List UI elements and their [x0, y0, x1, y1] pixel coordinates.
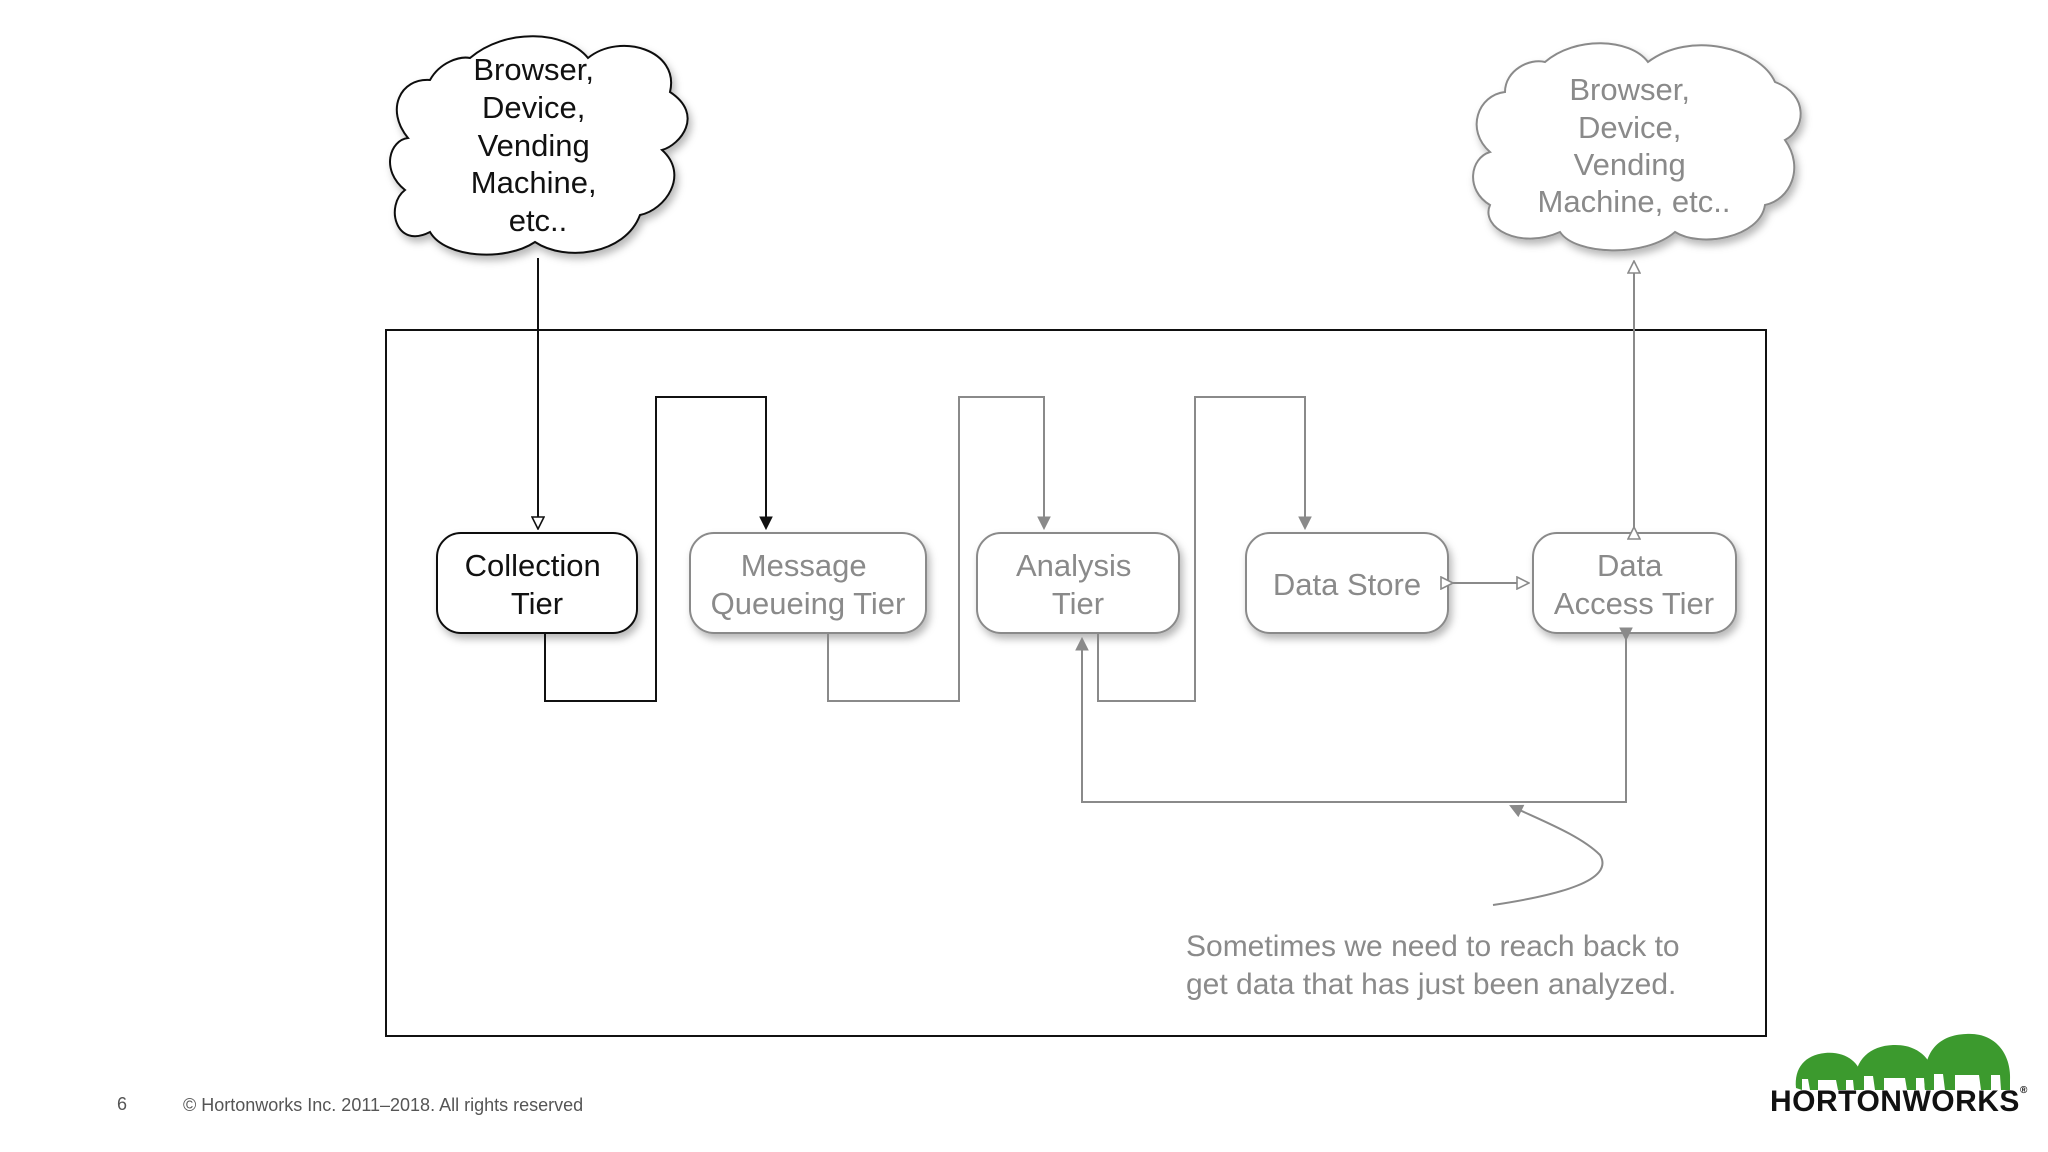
registered-mark: ® [2019, 1085, 2028, 1096]
reach-back-annotation: Sometimes we need to reach back to get d… [1186, 930, 1688, 1001]
source-cloud-label: Browser, Device, Vending Machine, etc.. [471, 52, 605, 238]
hortonworks-logo: HORTONWORKS® [1770, 1085, 2028, 1119]
target-cloud [1472, 42, 1802, 252]
data-store-label: Data Store [1273, 567, 1421, 602]
data-access-tier-label: Data Access Tier [1554, 548, 1714, 621]
message-queueing-tier-label: Message Queueing Tier [711, 548, 906, 621]
analysis-tier-label: Analysis Tier [1016, 548, 1140, 621]
system-boundary [385, 329, 1767, 1037]
arrow-analysis-to-data-store [1097, 396, 1305, 702]
collection-tier-label: Collection Tier [465, 548, 610, 621]
arrow-collection-to-message-queueing [544, 396, 766, 702]
annotation-pointer-arrow [1492, 806, 1604, 906]
copyright-notice: © Hortonworks Inc. 2011–2018. All rights… [183, 1095, 584, 1115]
source-cloud [389, 35, 689, 256]
arrow-reach-back-loop [1082, 639, 1626, 803]
collection-tier-box [436, 532, 638, 634]
hortonworks-elephant-icon [1795, 1033, 2011, 1090]
arrow-message-queueing-to-analysis [827, 396, 1044, 702]
target-cloud-label: Browser, Device, Vending Machine, etc.. [1538, 72, 1731, 219]
message-queueing-tier-box [689, 532, 927, 634]
page-number: 6 [117, 1094, 128, 1114]
logo-wordmark: HORTONWORKS [1770, 1085, 2020, 1118]
